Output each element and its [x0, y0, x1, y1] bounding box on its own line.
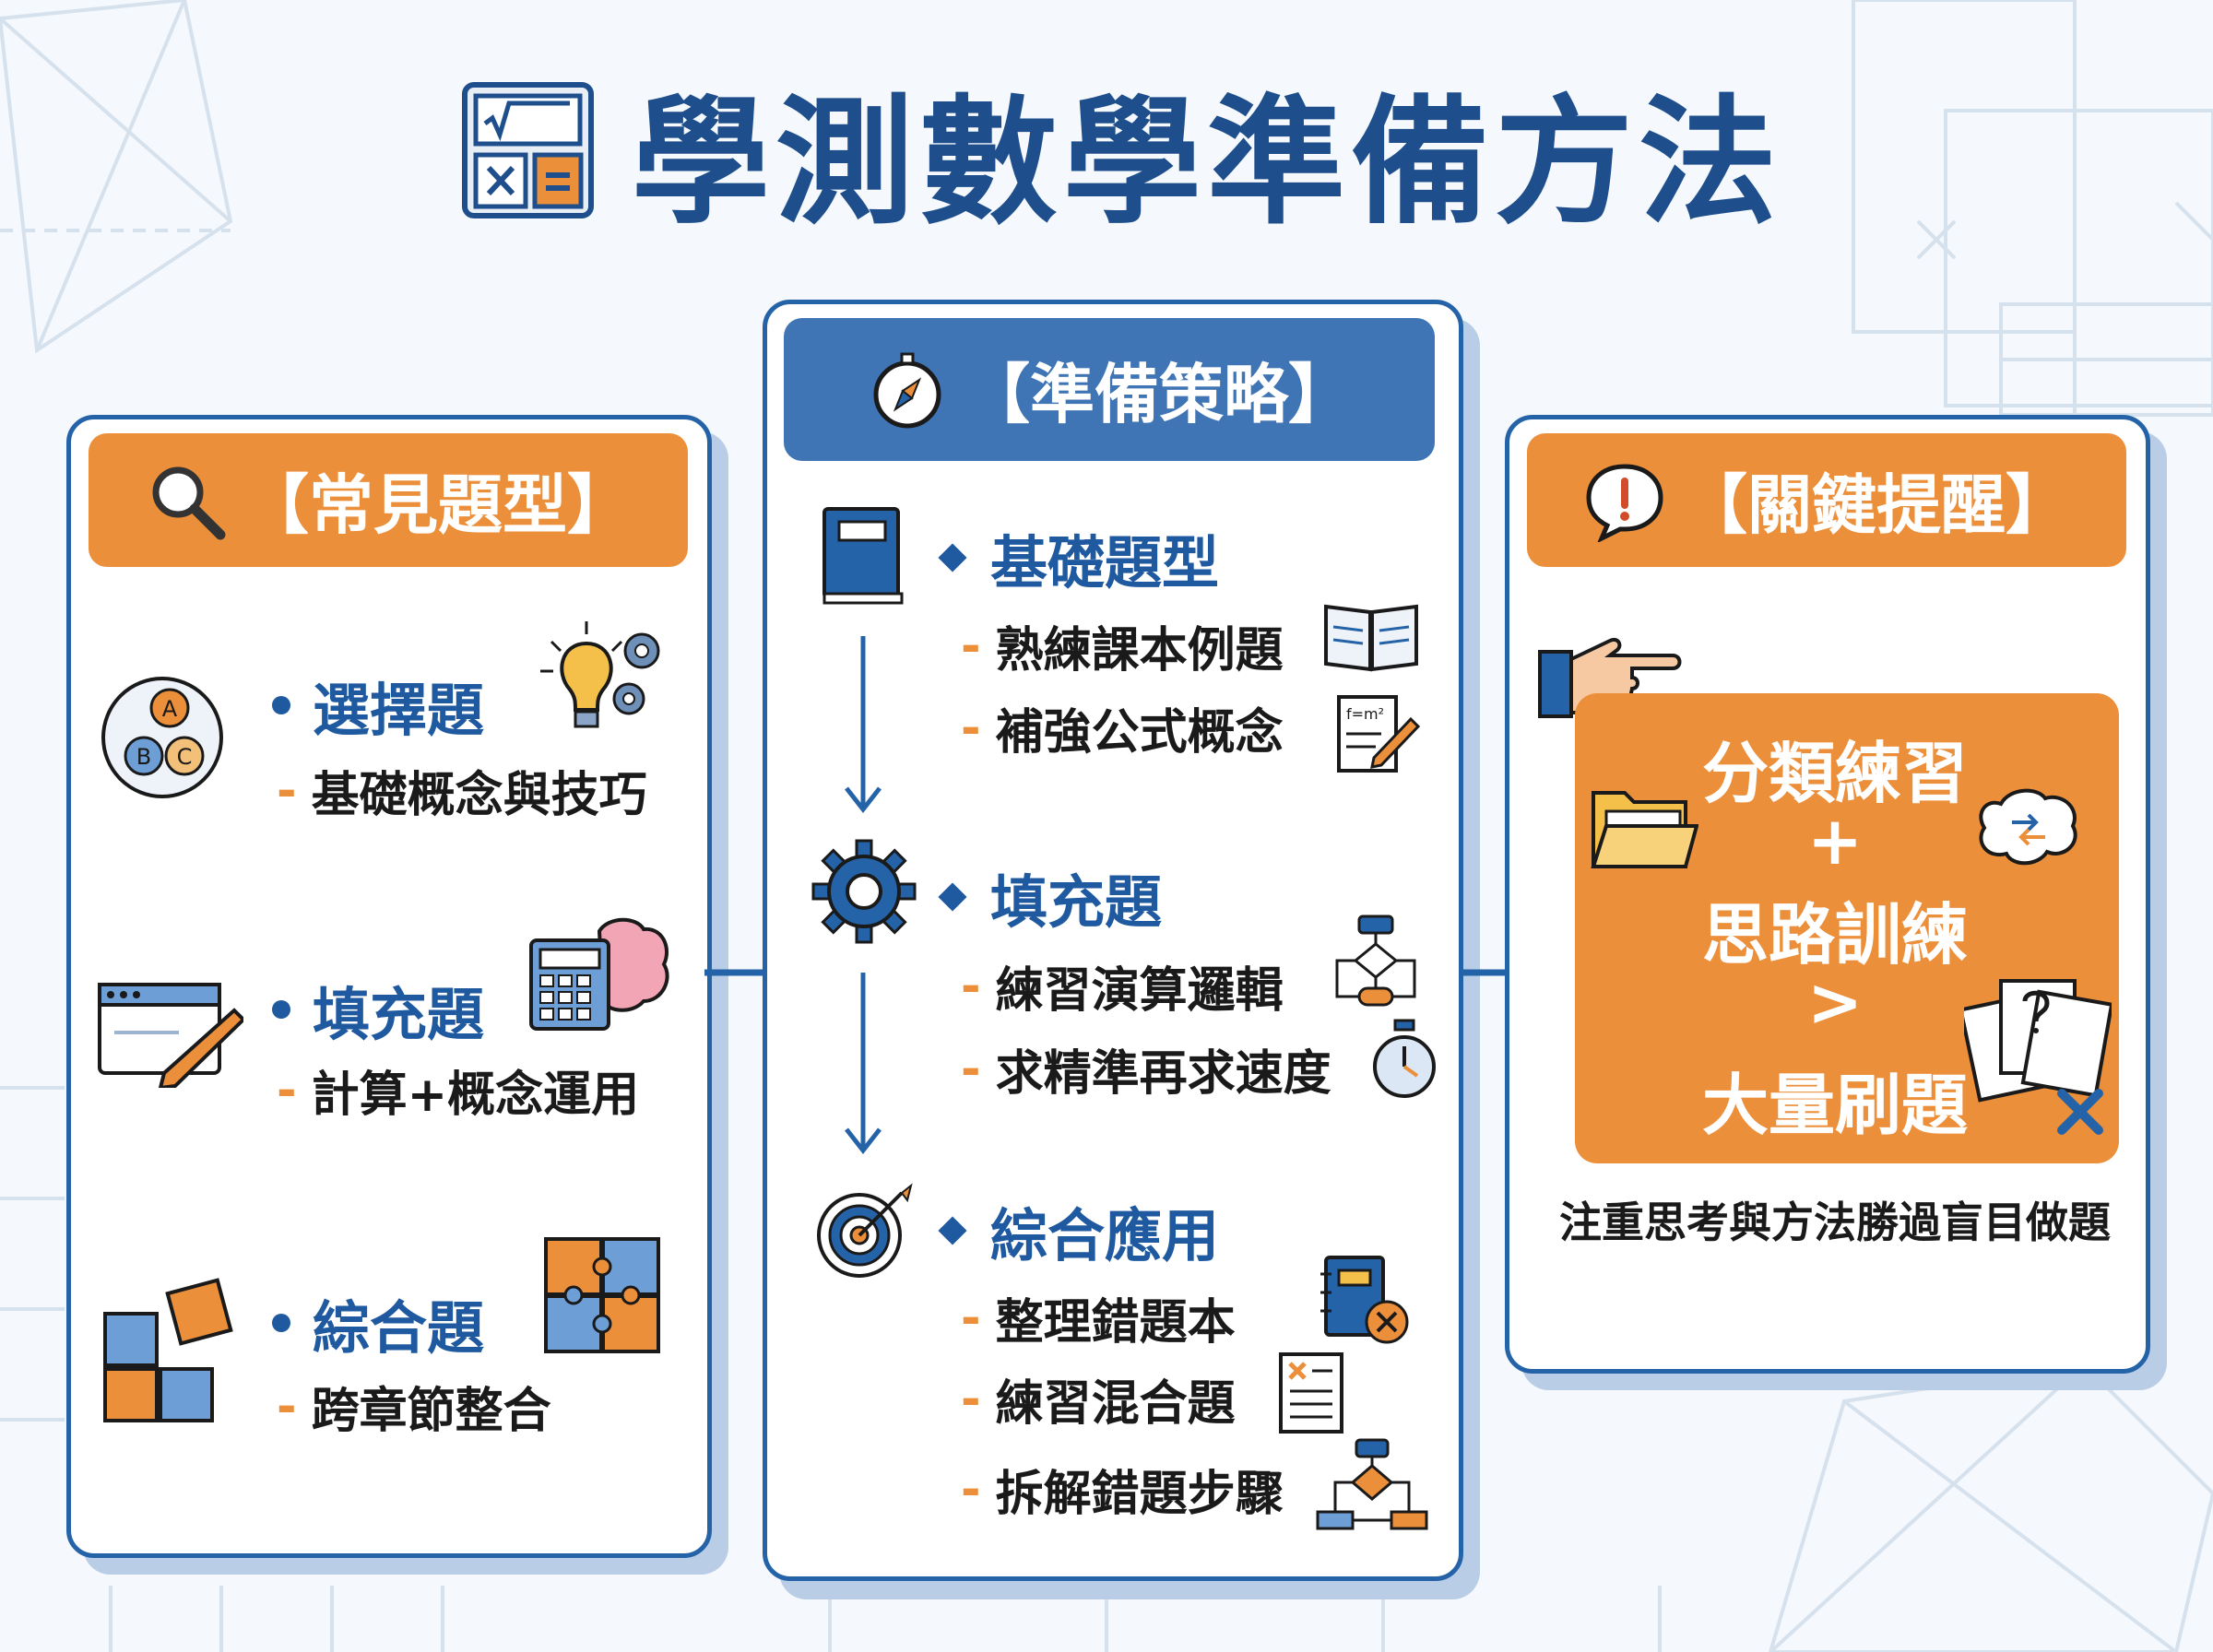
strategy-section-title-2: 填充題 — [938, 856, 1163, 938]
title-bar: 學測數學準備方法 — [461, 72, 1807, 243]
diamond-bullet-icon — [938, 882, 967, 912]
strategy-title: 【準備策略】 — [965, 357, 1353, 432]
calculator-icon — [462, 82, 594, 218]
strategy-sub-text-1-2: 補強公式概念 — [995, 705, 1284, 761]
strategy-section-title-1: 基礎題型 — [938, 516, 1220, 599]
strategy-section-label-3: 綜合應用 — [990, 1202, 1220, 1269]
common-type-sub-text-3: 跨章節整合 — [311, 1384, 551, 1439]
thought-bubble-icon — [1979, 788, 2077, 866]
common-type-label-2: 填充題 — [313, 981, 485, 1048]
flowchart-icon — [1335, 914, 1416, 1007]
page-title: 學測數學準備方法 — [632, 82, 1783, 243]
abc-label-c: C — [177, 744, 193, 770]
strategy-sub-1-1: -熟練課本例題 — [961, 611, 1284, 680]
key-line-plus: + — [1806, 802, 1864, 879]
strategy-sub-1-2: -補強公式概念 — [961, 693, 1284, 762]
formula-note-icon: f=m² — [1337, 695, 1420, 773]
strategy-sub-3-2: -練習混合題 — [961, 1364, 1236, 1434]
exclamation-bubble-icon — [1586, 463, 1663, 542]
common-type-title-3: 綜合題 — [272, 1281, 484, 1364]
strategy-sub-text-1-1: 熟練課本例題 — [995, 623, 1284, 678]
strategy-section-title-3: 綜合應用 — [938, 1189, 1220, 1272]
open-book-icon — [1324, 604, 1418, 672]
folder-icon — [1591, 791, 1698, 868]
target-icon — [817, 1183, 913, 1278]
strategy-sub-2-1: -練習演算邏輯 — [961, 951, 1284, 1021]
abc-label-a: A — [162, 696, 178, 722]
strategy-header: 【準備策略】 — [784, 318, 1435, 461]
common-type-sub-text-1: 基礎概念與技巧 — [311, 768, 647, 823]
common-type-sub-3: -跨章節整合 — [277, 1372, 551, 1441]
common-type-sub-1: -基礎概念與技巧 — [277, 756, 647, 825]
common-type-sub-2: -計算+概念運用 — [277, 1056, 639, 1125]
strategy-section-label-2: 填充題 — [990, 868, 1163, 936]
common-type-title-2: 填充題 — [272, 968, 484, 1051]
bullet-icon — [272, 1314, 290, 1332]
key-line-2: 思路訓練 — [1701, 896, 1968, 974]
lightbulb-gear-icon — [540, 621, 660, 728]
strategy-sub-text-2-2: 求精準再求速度 — [995, 1046, 1331, 1102]
diamond-bullet-icon — [938, 543, 967, 572]
key-reminder-note: 注重思考與方法勝過盲目做題 — [1559, 1198, 2111, 1247]
window-pencil-icon — [98, 983, 243, 1088]
strategy-section-label-1: 基礎題型 — [990, 529, 1220, 596]
strategy-flow-line — [845, 636, 882, 1155]
common-type-label-1: 選擇題 — [313, 677, 485, 744]
common-type-label-3: 綜合題 — [313, 1294, 485, 1362]
stopwatch-icon — [1373, 1019, 1436, 1098]
diamond-bullet-icon — [938, 1216, 967, 1245]
compass-icon — [873, 352, 941, 428]
process-steps-icon — [1316, 1438, 1428, 1530]
question-papers-icon — [1964, 979, 2112, 1135]
book-icon — [822, 507, 904, 605]
bullet-icon — [272, 696, 290, 714]
strategy-sub-text-3-2: 練習混合題 — [995, 1376, 1236, 1432]
key-line-1: 分類練習 — [1701, 735, 1968, 812]
puzzle-square-icon — [544, 1237, 660, 1353]
gear-icon — [811, 839, 917, 944]
strategy-sub-2-2: -求精準再求速度 — [961, 1034, 1331, 1103]
formula-note-label: f=m² — [1346, 705, 1384, 723]
key-line-3: 大量刷題 — [1701, 1067, 1968, 1144]
magnifier-icon — [152, 466, 226, 539]
strategy-sub-3-1: -整理錯題本 — [961, 1283, 1236, 1352]
puzzle-pieces-icon — [103, 1278, 233, 1422]
key-line-gt: > — [1806, 963, 1864, 1041]
abc-label-b: B — [136, 744, 151, 770]
common-types-header: 【常見題型】 — [89, 433, 688, 567]
strategy-sub-3-3: -拆解錯題步驟 — [961, 1455, 1284, 1524]
key-reminder-title: 【關鍵提醒】 — [1683, 467, 2070, 543]
error-notebook-icon — [1320, 1256, 1409, 1344]
common-type-sub-text-2: 計算+概念運用 — [311, 1068, 640, 1123]
strategy-sub-text-2-1: 練習演算邏輯 — [995, 963, 1284, 1019]
key-reminder-header: 【關鍵提醒】 — [1527, 433, 2126, 567]
abc-options-icon: A B C — [101, 677, 223, 798]
mistake-document-icon — [1279, 1352, 1343, 1434]
calculator-brain-icon — [529, 917, 669, 1031]
bullet-icon — [272, 1000, 290, 1019]
common-type-title-1: 選擇題 — [272, 664, 484, 747]
common-types-title: 【常見題型】 — [244, 467, 632, 543]
strategy-sub-text-3-1: 整理錯題本 — [995, 1295, 1236, 1351]
strategy-sub-text-3-3: 拆解錯題步驟 — [995, 1467, 1284, 1522]
